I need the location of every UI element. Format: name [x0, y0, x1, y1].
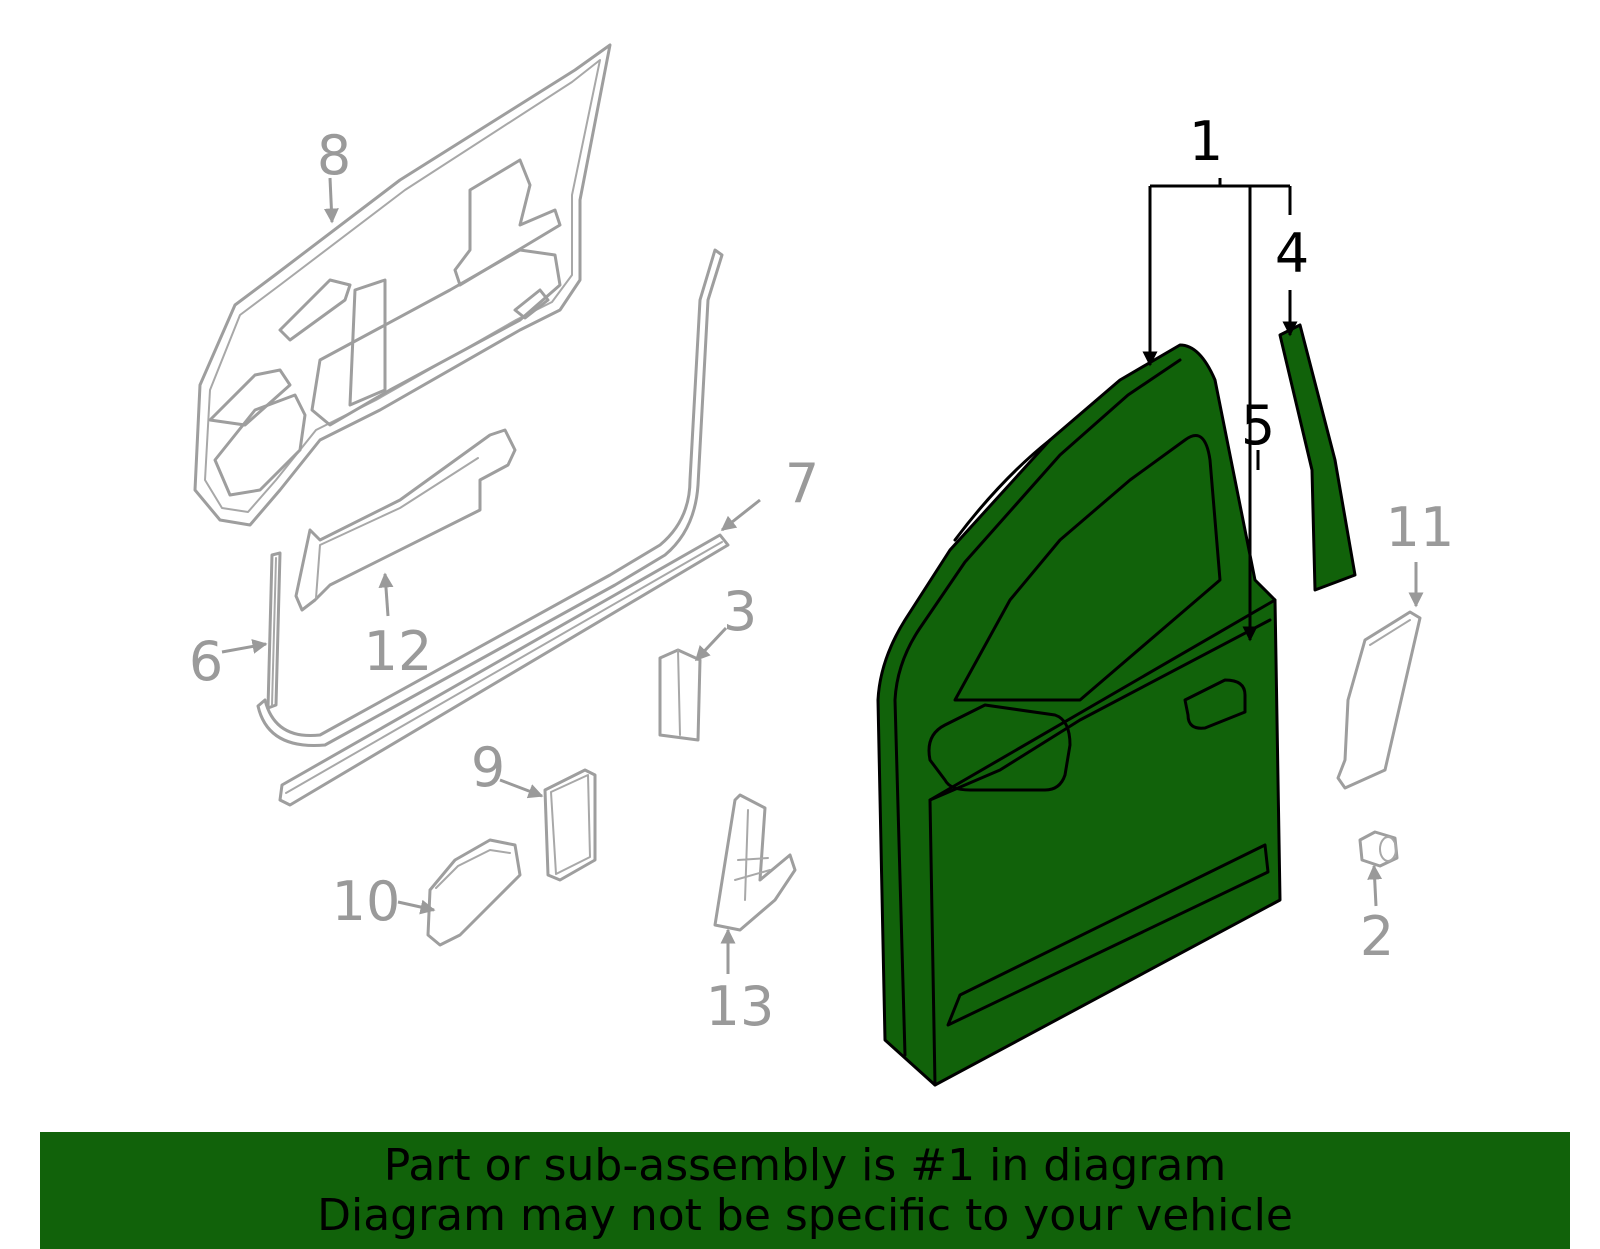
callout-2: 2: [1360, 905, 1394, 968]
callout-6: 6: [189, 630, 223, 693]
callout-1: 1: [1189, 110, 1223, 173]
part-12-trim-insert: [294, 428, 517, 612]
part-13-bracket: [713, 793, 797, 932]
callout-13: 13: [706, 975, 775, 1038]
callout-10: 10: [332, 870, 401, 933]
callout-5: 5: [1241, 394, 1275, 457]
banner-line-2: Diagram may not be specific to your vehi…: [317, 1189, 1293, 1241]
part-2-plug: [1358, 830, 1399, 868]
callout-labels: 1 2 3 4 5 6 7 8 9 10 11 12 13: [189, 110, 1455, 1038]
callout-12: 12: [364, 620, 433, 683]
part-9-cover: [543, 768, 597, 882]
callout-3: 3: [723, 580, 757, 643]
part-6-weatherstrip: [266, 551, 282, 710]
part-3-clip: [658, 648, 702, 742]
callout-11: 11: [1386, 496, 1455, 559]
part-8-door-trim-panel: [193, 43, 612, 527]
part-7-belt-weatherstrip: [256, 248, 730, 807]
part-1-door-shell: [876, 343, 1282, 1087]
part-11-sail-cover: [1336, 610, 1422, 790]
banner-line-1: Part or sub-assembly is #1 in diagram: [383, 1139, 1227, 1191]
leader-lines: [221, 177, 1424, 974]
callout-8: 8: [317, 124, 351, 187]
part-10-speaker-cover: [426, 838, 522, 947]
part-4-door-weatherstrip: [1278, 323, 1357, 592]
callout-9: 9: [471, 736, 505, 799]
info-banner: Part or sub-assembly is #1 in diagram Di…: [40, 1132, 1570, 1249]
callout-7: 7: [785, 452, 819, 515]
callout-4: 4: [1275, 222, 1309, 285]
